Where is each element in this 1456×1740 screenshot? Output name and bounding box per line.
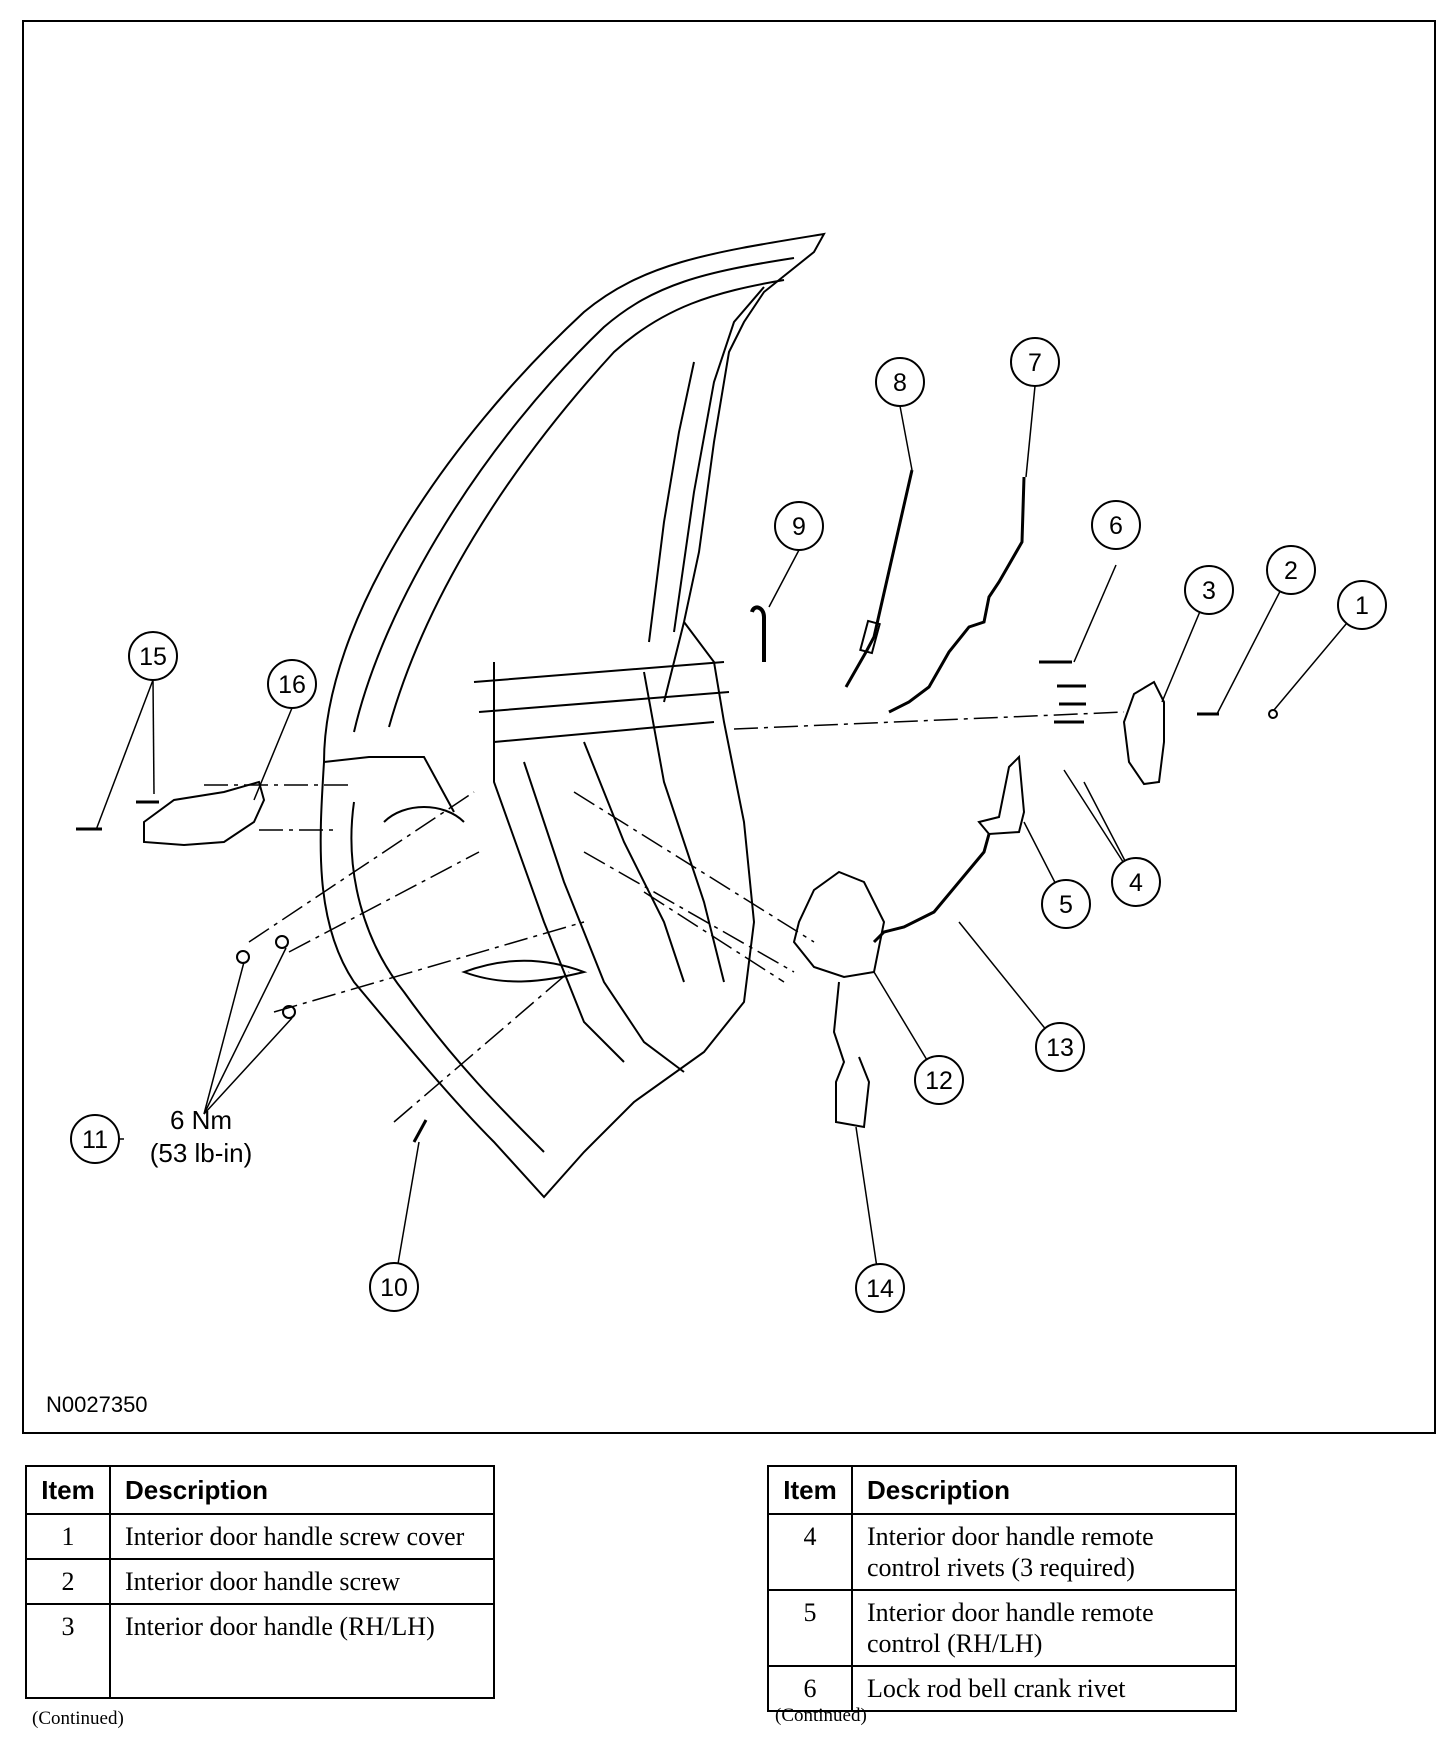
item-number: 2 [25, 1558, 111, 1605]
callout-9: 9 [792, 513, 806, 541]
legend-table-2: Item Description 4 Interior door handle … [767, 1465, 1237, 1712]
legend-table-1: Item Description 1 Interior door handle … [25, 1465, 495, 1699]
door-frame [323, 232, 826, 763]
column-header-item: Item [767, 1465, 853, 1515]
door-drawing: 1 2 3 4 5 6 7 8 9 10 11 12 13 14 15 16 6… [70, 232, 1387, 1313]
callout-circle-5 [1041, 879, 1091, 929]
figure-id: N0027350 [46, 1392, 148, 1417]
part-5-remote [977, 754, 1026, 836]
callout-12: 12 [925, 1067, 953, 1095]
item-number: 6 [767, 1665, 853, 1712]
callout-11: 11 [82, 1126, 108, 1154]
callout-2: 2 [1284, 557, 1298, 585]
door-body [319, 621, 756, 1199]
callout-10: 10 [380, 1274, 408, 1302]
callout-circle-3 [1184, 565, 1234, 615]
item-number: 4 [767, 1513, 853, 1591]
item-description: Interior door handle screw [109, 1558, 495, 1605]
callout-circle-9 [774, 501, 824, 551]
torque-value: 6 Nm [170, 1105, 232, 1135]
callout-circle-15 [128, 631, 178, 681]
callout-8: 8 [893, 369, 907, 397]
callout-6: 6 [1109, 512, 1123, 540]
torque-imperial: (53 lb-in) [150, 1138, 253, 1168]
exploded-diagram: 1 2 3 4 5 6 7 8 9 10 11 12 13 14 15 16 6… [22, 20, 1436, 1434]
part-8-cable [844, 469, 914, 688]
callout-circle-4 [1111, 857, 1161, 907]
callout-13: 13 [1046, 1034, 1074, 1062]
item-number: 1 [25, 1513, 111, 1560]
item-number: 5 [767, 1589, 853, 1667]
table-row: 2 Interior door handle screw [25, 1558, 495, 1605]
table-row: 3 Interior door handle (RH/LH) [25, 1603, 495, 1699]
part-14-actuator [832, 981, 871, 1129]
item-description: Lock rod bell crank rivet [851, 1665, 1237, 1712]
callout-circle-11 [70, 1114, 120, 1164]
callout-circle-1 [1337, 580, 1387, 630]
callout-5: 5 [1059, 891, 1073, 919]
callout-circle-6 [1091, 500, 1141, 550]
part-3-handle [1122, 680, 1165, 786]
callout-circles [70, 337, 1387, 1313]
callout-circle-8 [875, 357, 925, 407]
table-row: 1 Interior door handle screw cover [25, 1513, 495, 1560]
callout-3: 3 [1202, 577, 1216, 605]
part-9-rod [750, 605, 766, 662]
table-row: 4 Interior door handle remote control ri… [767, 1513, 1237, 1591]
callout-circle-14 [855, 1263, 905, 1313]
continued-note: (Continued) [775, 1705, 867, 1726]
item-description: Interior door handle remote control rive… [851, 1513, 1237, 1591]
callout-1: 1 [1355, 592, 1369, 620]
callout-circle-2 [1266, 545, 1316, 595]
callout-circle-10 [369, 1262, 419, 1312]
table-row: 6 Lock rod bell crank rivet [767, 1665, 1237, 1712]
callout-4: 4 [1129, 869, 1143, 897]
column-header-item: Item [25, 1465, 111, 1515]
callout-circle-13 [1035, 1022, 1085, 1072]
item-number: 3 [25, 1603, 111, 1699]
table-row: 5 Interior door handle remote control (R… [767, 1589, 1237, 1667]
callout-circle-16 [267, 659, 317, 709]
continued-note: (Continued) [32, 1708, 124, 1729]
item-description: Interior door handle screw cover [109, 1513, 495, 1560]
column-header-description: Description [109, 1465, 495, 1515]
callout-7: 7 [1028, 349, 1042, 377]
callout-16: 16 [278, 671, 306, 699]
part-7-rod [888, 476, 1026, 714]
callout-14: 14 [866, 1275, 894, 1303]
part-13-rod [872, 833, 991, 944]
part-16-bracket [143, 780, 266, 847]
callout-circle-12 [914, 1055, 964, 1105]
item-description: Interior door handle (RH/LH) [109, 1603, 495, 1699]
callout-15: 15 [139, 643, 167, 671]
part-12-latch [792, 870, 886, 979]
item-description: Interior door handle remote control (RH/… [851, 1589, 1237, 1667]
callout-circle-7 [1010, 337, 1060, 387]
column-header-description: Description [851, 1465, 1237, 1515]
